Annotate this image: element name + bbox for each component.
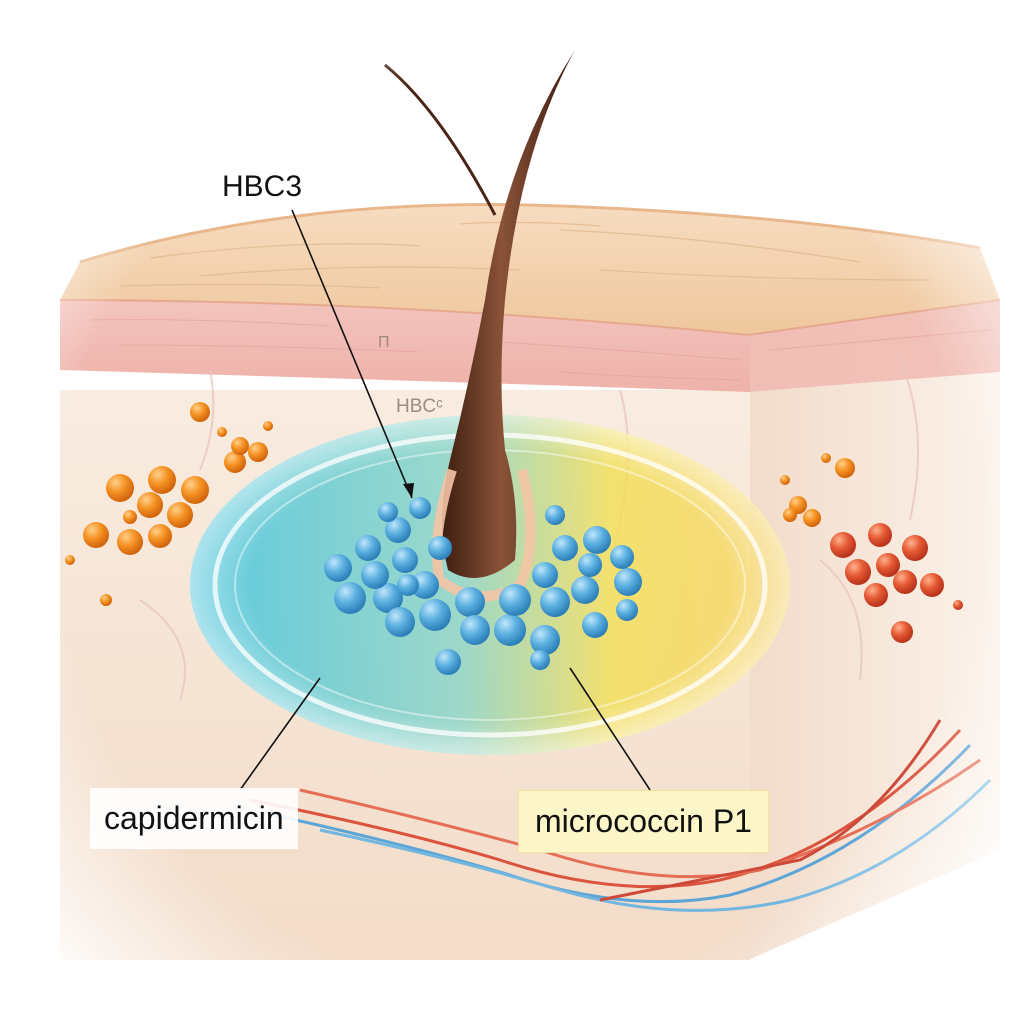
hbc3-label: HBC3	[222, 170, 303, 203]
capidermicin-label: capidermicin	[90, 788, 298, 849]
micrococcin-label: micrococcin P1	[518, 790, 769, 853]
faint-hbc-label: HBCᶜ	[396, 396, 443, 417]
hair-shaft-thin	[384, 63, 497, 216]
faint-mark-label: Π	[378, 334, 390, 351]
